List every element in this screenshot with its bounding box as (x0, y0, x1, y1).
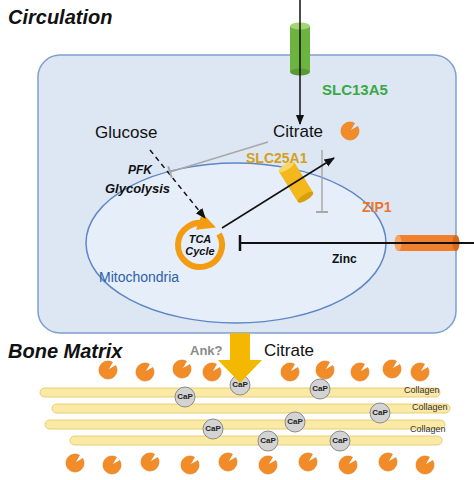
crystal-label: CaP (232, 381, 248, 390)
citrate-molecule (136, 363, 154, 381)
fiber-label: Collagen (404, 386, 440, 396)
secretion-arrow (218, 333, 262, 383)
transporter-cap (290, 69, 310, 76)
collagen-fibers (40, 388, 450, 445)
metabolite-name: Citrate (273, 123, 323, 142)
crystal-label: CaP (372, 409, 388, 418)
citrate-molecule (181, 456, 199, 474)
citrate-molecule (103, 456, 121, 474)
citrate-molecule (383, 360, 401, 378)
cycle-ring: TCA Cycle (170, 215, 230, 275)
transporter-cap (395, 235, 402, 251)
organelle-name: Mitochondria (99, 270, 179, 285)
transporter-body (290, 26, 310, 72)
crystal-label: CaP (205, 425, 221, 434)
citrate-molecule (351, 363, 369, 381)
citrate-molecule (411, 363, 429, 381)
citrate-molecule (281, 363, 299, 381)
crystal-label: CaP (177, 393, 193, 402)
zip1-transporter (395, 235, 460, 251)
collagen-fiber (70, 436, 442, 445)
cell-body (38, 55, 456, 333)
citrate-molecule (141, 453, 159, 471)
metabolite-name: Glucose (95, 124, 157, 143)
fiber-label: Collagen (410, 425, 446, 435)
citrate-molecule (203, 363, 221, 381)
cap-crystal (310, 379, 330, 399)
organelle-outline (86, 163, 386, 323)
transporter-name: ZIP1 (362, 200, 392, 215)
citrate-molecule (416, 456, 434, 474)
citrate-uptake-arrow (299, 0, 301, 124)
citrate-molecule (99, 361, 117, 379)
cap-crystals (175, 375, 390, 451)
fiber-label: Collagen (412, 403, 448, 413)
transporter-name: SLC25A1 (246, 151, 307, 166)
citrate-molecule (66, 454, 84, 472)
citrate-molecule (341, 122, 359, 140)
crystal-label: CaP (260, 437, 276, 446)
citrate-molecule (379, 453, 397, 471)
transporter-name: SLC13A5 (322, 82, 388, 99)
cap-crystal (258, 431, 278, 451)
cap-crystal (285, 412, 305, 432)
citrate-molecule (173, 360, 191, 378)
slc13a5-transporter (290, 23, 310, 76)
citrate-molecule (339, 456, 357, 474)
citrate-molecule (316, 361, 334, 379)
transporter-name: Ank? (190, 344, 223, 358)
crystal-label: CaP (332, 437, 348, 446)
cap-crystal (330, 431, 350, 451)
cap-crystal (370, 403, 390, 423)
transporter-cap (453, 235, 460, 251)
region-label: Bone Matrix (8, 340, 122, 362)
citrate-molecules (66, 122, 434, 474)
crystal-label: CaP (287, 418, 303, 427)
pathway-name: Glycolysis (105, 182, 170, 196)
cap-crystal (203, 419, 223, 439)
enzyme-name: PFK (128, 164, 152, 177)
cap-crystal (230, 375, 250, 395)
crystal-label: CaP (312, 385, 328, 394)
metabolite-name: Citrate (264, 342, 314, 361)
citrate-molecule (259, 456, 277, 474)
cycle-name: TCA Cycle (182, 233, 218, 257)
transporter-body (398, 235, 456, 251)
region-label: Circulation (8, 6, 112, 28)
cap-crystal (175, 387, 195, 407)
citrate-molecule (299, 453, 317, 471)
citrate-molecule (219, 453, 237, 471)
ion-name: Zinc (332, 253, 357, 266)
transporter-cap (290, 23, 310, 30)
